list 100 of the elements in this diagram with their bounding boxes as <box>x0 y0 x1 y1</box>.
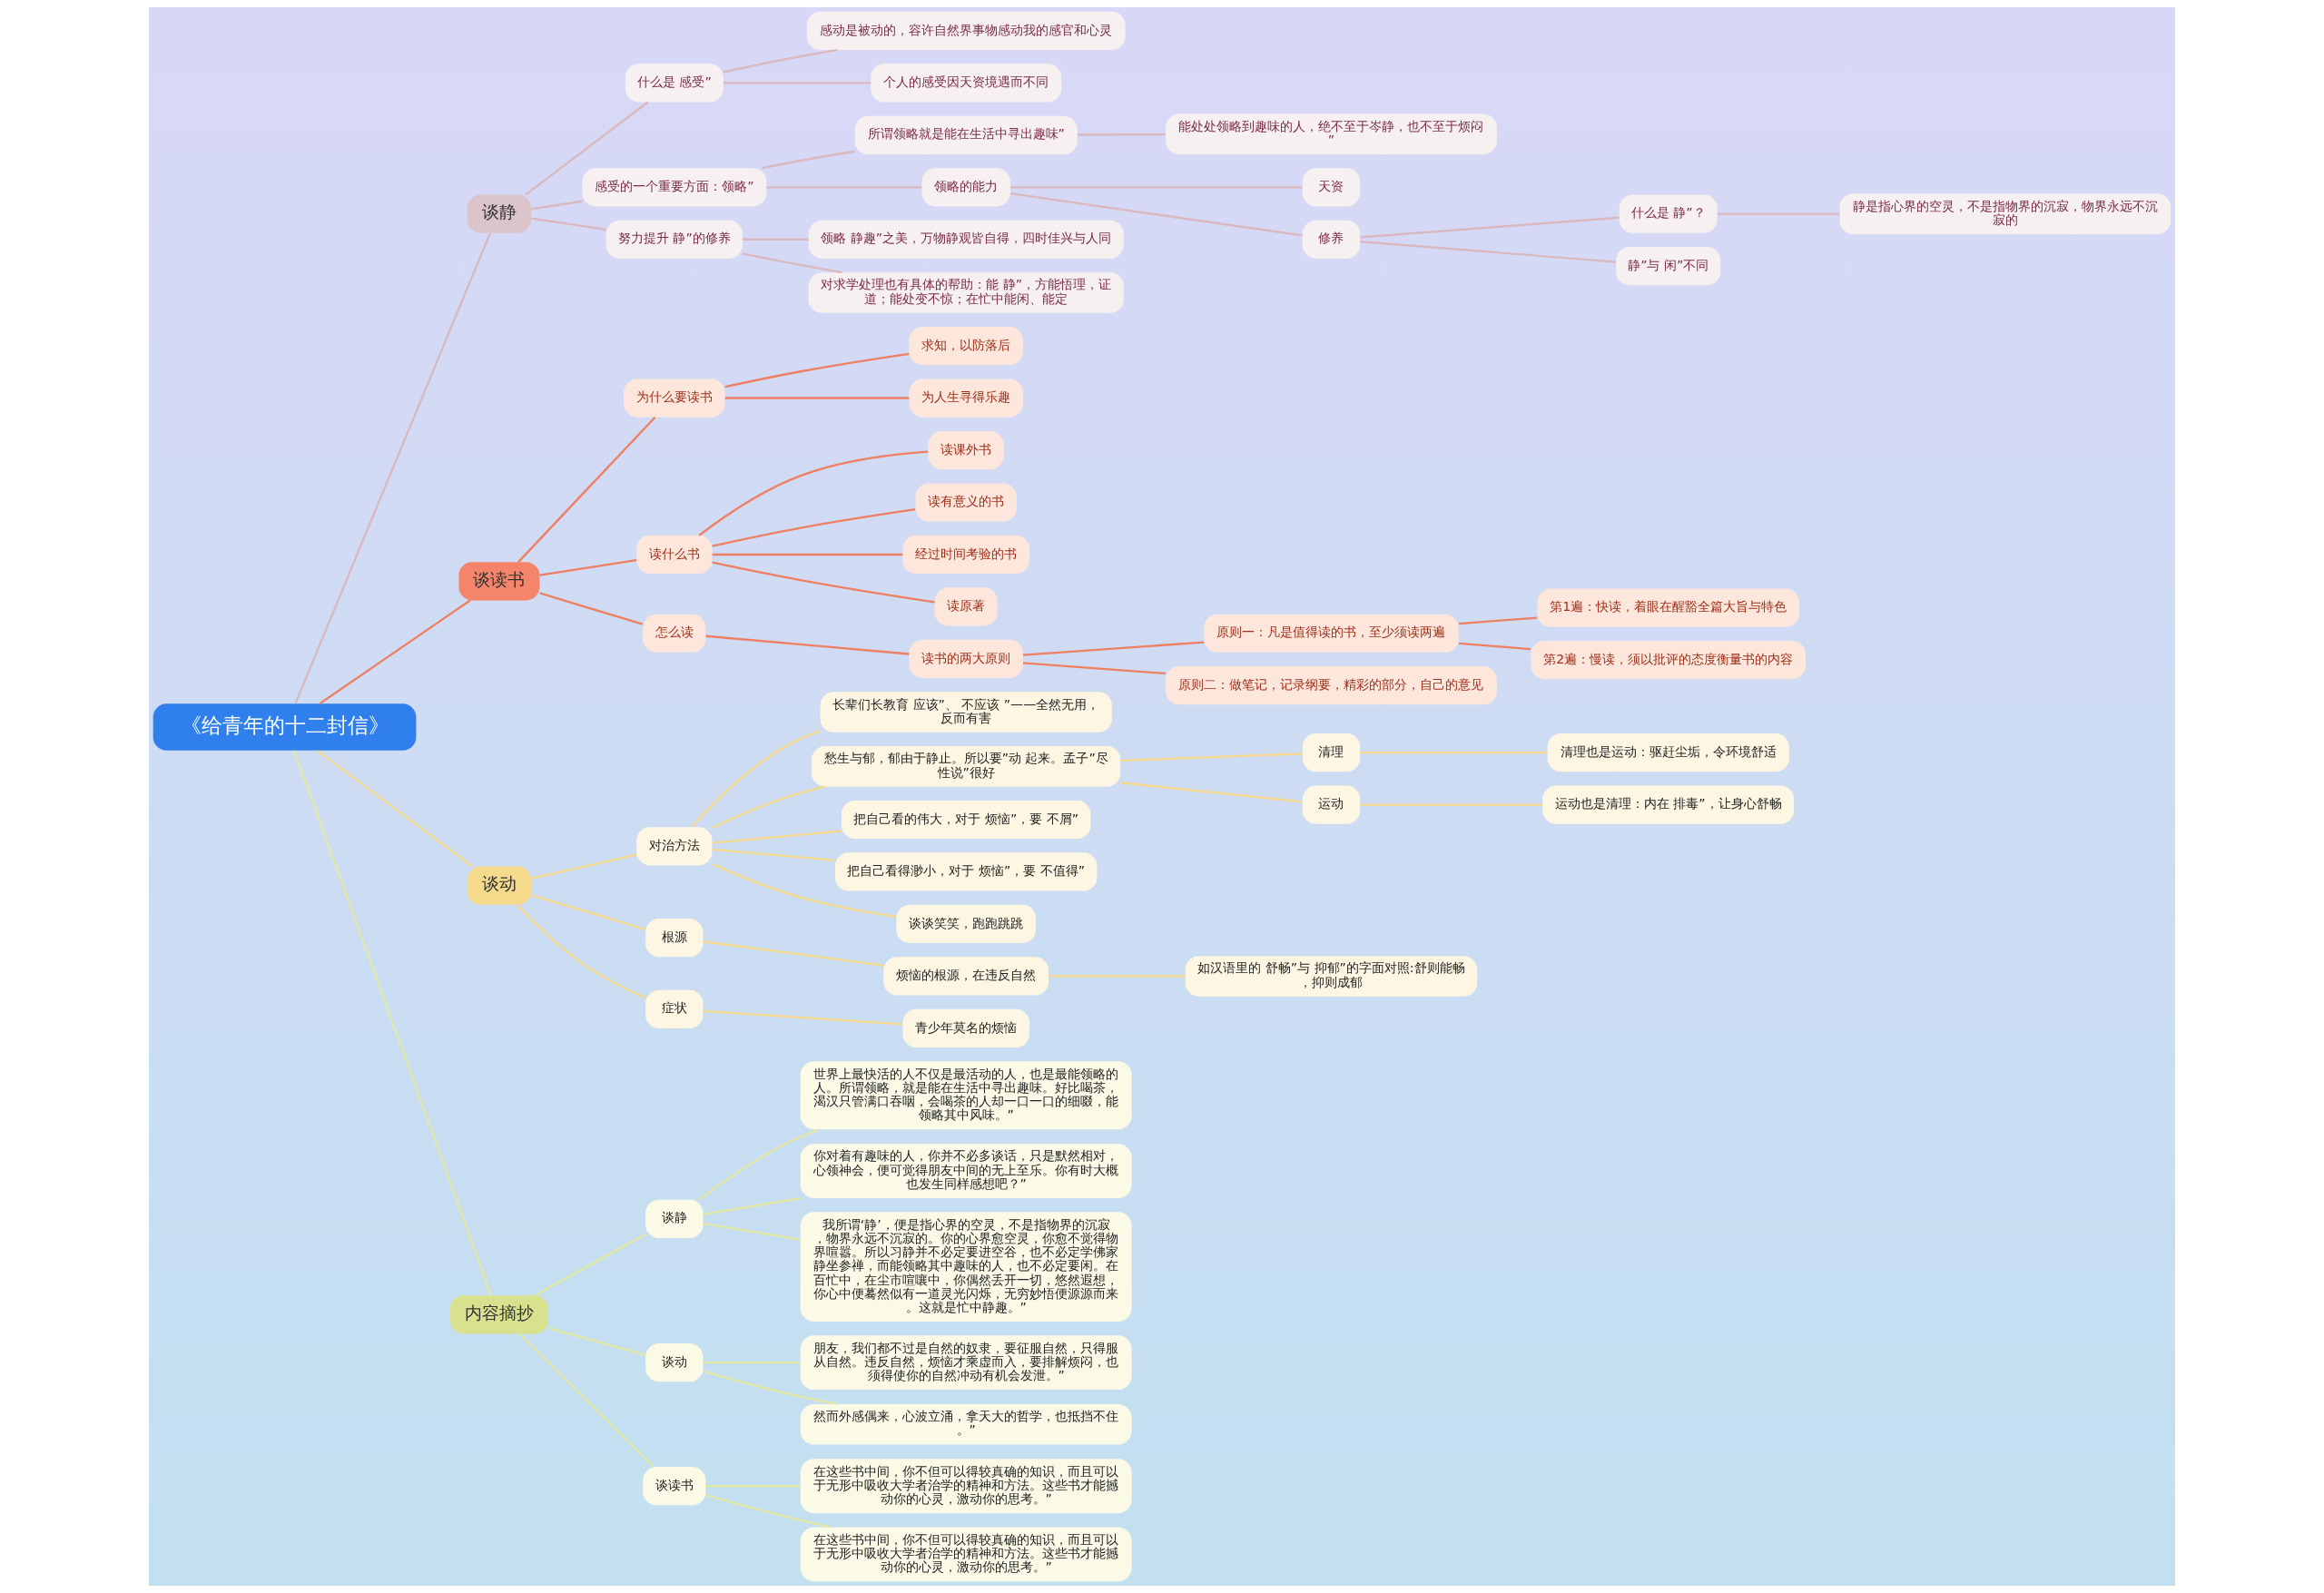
connector <box>1022 641 1205 656</box>
connector <box>539 559 637 576</box>
node-box: 第2遍：慢读，须以批评的态度衡量书的内容 <box>1531 640 1806 680</box>
connector <box>743 238 809 241</box>
connector <box>530 853 637 880</box>
node-box: 《给青年的十二封信》 <box>153 703 417 751</box>
node-box: 读原著 <box>934 587 998 626</box>
connector <box>517 904 646 999</box>
node-box: 内容摘抄 <box>449 1295 548 1334</box>
node-box: 静是指心界的空灵，不是指物界的沉寂，物界永远不沉寂的 <box>1839 193 2171 234</box>
connector <box>1717 212 1840 215</box>
connector <box>742 252 842 274</box>
node-box: 原则二：做笔记，记录纲要，精彩的部分，自己的意见 <box>1166 666 1497 705</box>
connector <box>1120 752 1303 762</box>
connector <box>1360 216 1620 239</box>
node-box: 谈动 <box>467 866 532 905</box>
node-box: 把自己看得渺小，对于 烦恼”，要 不值得” <box>834 852 1098 891</box>
connector <box>539 592 644 625</box>
node-box: 如汉语里的 舒畅”与 抑郁”的字面对照:舒则能畅，抑则成郁 <box>1185 956 1478 997</box>
node-box: 求知，以防落后 <box>909 326 1023 366</box>
connector <box>712 553 903 556</box>
node-box: 经过时间考验的书 <box>902 535 1029 575</box>
node-box: 谈读书 <box>458 562 540 601</box>
node-box: 清理也是运动：驱赶尘垢，令环境舒适 <box>1547 733 1789 772</box>
connector <box>530 217 606 231</box>
connector <box>705 634 910 655</box>
connector <box>1459 642 1531 651</box>
node-box: 在这些书中间，你不但可以得较真确的知识，而且可以于无形中吸收大学者治学的精神和方法。这些书才能撼动你的心灵，激动你的思考。” <box>800 1527 1132 1582</box>
connector <box>703 1222 801 1241</box>
node-box: 症状 <box>645 989 704 1028</box>
connector <box>703 1196 802 1215</box>
node-box: 个人的感受因天资境遇而不同 <box>871 64 1062 103</box>
connector <box>547 1326 646 1356</box>
node-box: 读书的两大原则 <box>909 639 1023 678</box>
connector <box>535 1233 646 1297</box>
connector <box>724 397 910 399</box>
node-box: 修养 <box>1302 220 1361 259</box>
node-box: 烦恼的根源，在违反自然 <box>883 957 1049 996</box>
connector <box>1078 133 1166 136</box>
node-box: 然而外感偶来，心波立涌，拿天大的哲学，也抵挡不住。” <box>800 1403 1132 1445</box>
node-box: 努力提升 静”的修养 <box>606 220 743 259</box>
connector <box>691 730 821 828</box>
connector <box>698 1128 820 1201</box>
node-box: 长辈们长教育 应该”、 不应该 ”——全然无用，反而有害 <box>820 692 1112 733</box>
connector <box>530 200 583 211</box>
node-box: 愁生与郁，郁由于静止。所以要”动 起来。孟子”尽性说”很好 <box>812 746 1121 787</box>
node-box: 静”与 闲”不同 <box>1616 247 1721 286</box>
connector <box>712 785 825 829</box>
connector <box>517 416 656 563</box>
connector <box>1360 751 1548 754</box>
node-box: 为人生寻得乐趣 <box>909 379 1023 418</box>
node-box: 读课外书 <box>928 430 1004 470</box>
node-box: 谈静 <box>467 194 532 233</box>
connector <box>294 232 491 704</box>
connector <box>1049 975 1186 978</box>
connector <box>724 82 872 84</box>
node-box: 谈动 <box>645 1343 704 1382</box>
node-box: 怎么读 <box>643 614 706 653</box>
connector <box>1120 782 1303 803</box>
node-box: 第1遍：快读，着眼在醒豁全篇大旨与特色 <box>1537 588 1799 627</box>
connector <box>703 940 884 967</box>
node-box: 读什么书 <box>636 535 713 575</box>
node-box: 领略的能力 <box>921 168 1010 207</box>
node-box: 对治方法 <box>636 827 713 866</box>
node-box: 为什么要读书 <box>624 379 725 418</box>
connector <box>1022 662 1166 675</box>
connector <box>1360 241 1617 263</box>
connector <box>317 750 474 868</box>
connector <box>705 1485 801 1488</box>
node-box: 原则一：凡是值得读的书，至少须读两遍 <box>1204 614 1459 653</box>
connector <box>712 848 835 861</box>
node-box: 朋友，我们都不过是自然的奴隶，要征服自然，只得服从自然。违反自然，烦恼才乘虚而入，要排解烦闷，也须得使你的自然冲动有机会发泄。” <box>800 1335 1132 1391</box>
connector <box>1010 192 1303 237</box>
connector <box>712 508 916 547</box>
node-box: 青少年莫名的烦恼 <box>902 1008 1029 1047</box>
connector <box>703 1362 801 1364</box>
connector <box>530 893 646 931</box>
connector <box>705 1493 831 1529</box>
node-box: 感动是被动的，容许自然界事物感动我的感官和心灵 <box>806 11 1126 50</box>
connector <box>712 862 897 918</box>
node-box: 什么是 感受” <box>625 64 724 103</box>
connector <box>293 750 493 1296</box>
node-box: 谈读书 <box>643 1467 706 1506</box>
node-box: 把自己看的伟大，对于 烦恼”，要 不屑” <box>841 800 1091 840</box>
node-box: 你对着有趣味的人，你并不必多谈话，只是默然相对，心领神会，便可觉得朋友中间的无上至乐。你有时大概也发生同样感想吧？” <box>800 1144 1132 1198</box>
node-box: 我所谓‘静’，便是指心界的空灵，不是指物界的沉寂，物界永远不沉寂的。你的心界愈空灵，你愈不觉得物界喧嚣。所以习静并不必定要进空谷，也不必定学佛家静坐参禅，而能领略其中趣味的人，也不必定要闲。在百忙中，在尘市喧嚷中，你偶然丢开一切，悠然遐想，你心中便蓦然似有一道灵光闪烁，无穷妙悟便源源而来。这就是忙中静趣。” <box>800 1212 1132 1323</box>
connector <box>723 48 838 74</box>
connector <box>712 830 842 844</box>
connector <box>319 599 471 705</box>
connector <box>703 1370 837 1405</box>
connector <box>525 101 649 196</box>
node-box: 天资 <box>1302 168 1361 207</box>
node-box: 谈谈笑笑，跑跑跳跳 <box>896 904 1036 944</box>
connector <box>1459 616 1538 625</box>
node-box: 什么是 静”？ <box>1619 194 1718 233</box>
connector <box>766 186 922 189</box>
node-box: 领略 静趣”之美，万物静观皆自得，四时佳兴与人同 <box>808 220 1124 259</box>
node-box: 在这些书中间，你不但可以得较真确的知识，而且可以于无形中吸收大学者治学的精神和方法。这些书才能撼动你的心灵，激动你的思考。” <box>800 1459 1132 1514</box>
connector <box>724 352 910 388</box>
connector <box>1010 186 1303 189</box>
